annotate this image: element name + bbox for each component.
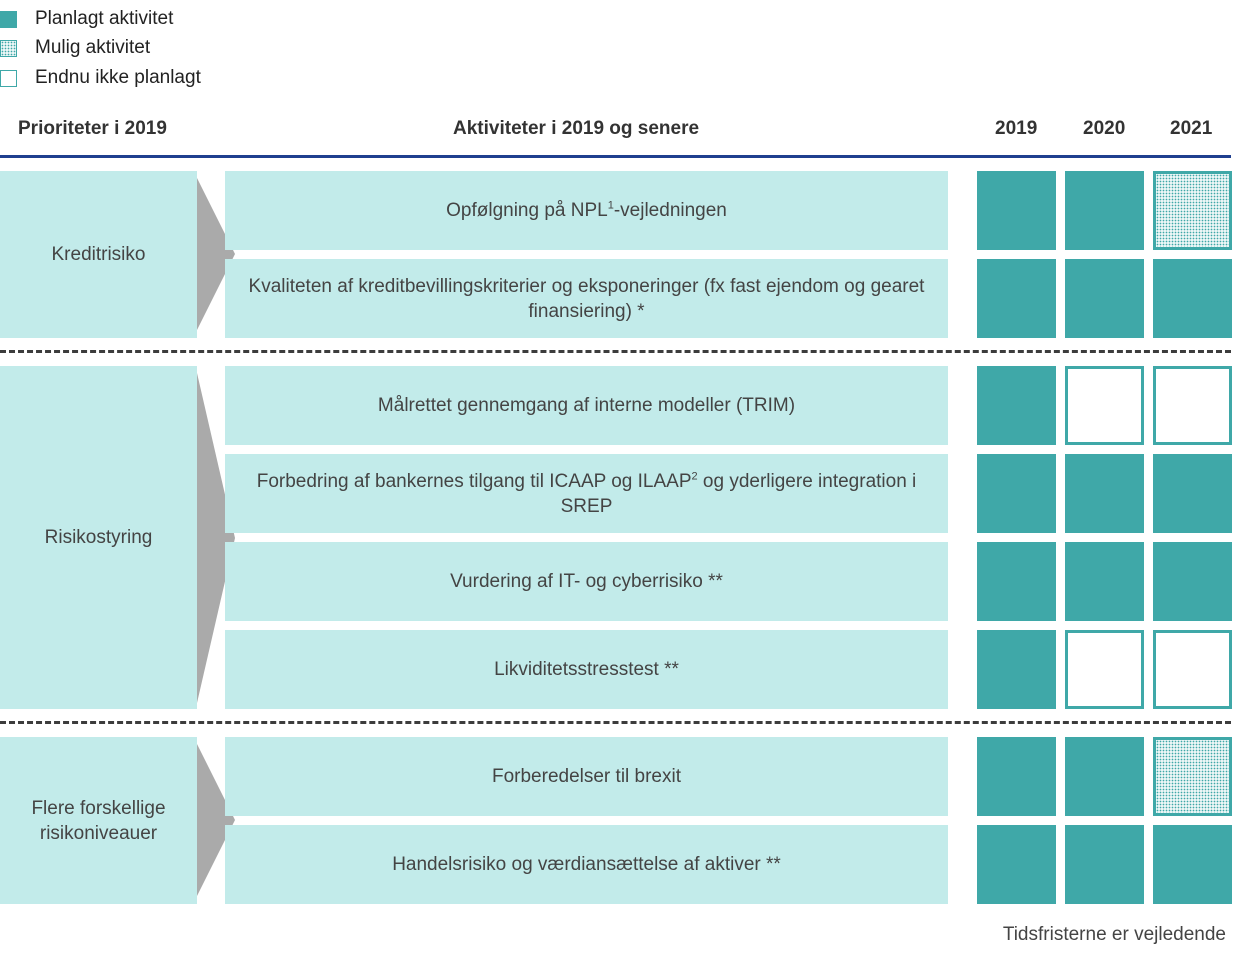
activity-brexit: Forberedelser til brexit [225,737,948,816]
status-cell-planned [1153,542,1232,621]
chevron-flere-risikoniveauer [197,744,235,896]
status-cell-possible [1153,171,1232,250]
group-separator [0,721,1231,724]
priority-flere-risikoniveauer: Flere forskellige risikoniveauer [0,737,197,904]
header-rule [0,155,1231,158]
status-cell-planned [1153,454,1232,533]
group-separator [0,350,1231,353]
status-cell-planned [1153,825,1232,904]
activity-trim: Målrettet gennemgang af interne modeller… [225,366,948,445]
legend-swatch-notyet [0,69,17,87]
status-cell-planned [977,454,1056,533]
status-cell-notyet [1065,630,1144,709]
status-cell-planned [977,259,1056,338]
header-priorities: Prioriteter i 2019 [18,118,167,139]
activity-handelsrisiko: Handelsrisiko og værdiansættelse af akti… [225,825,948,904]
chevron-kreditrisiko [197,178,235,330]
legend-item-notyet: Endnu ikke planlagt [0,67,201,89]
legend-item-possible: Mulig aktivitet [0,37,150,59]
status-cell-planned [1065,259,1144,338]
legend-label: Planlagt aktivitet [35,8,174,29]
activity-npl: Opfølgning på NPL1-vejledningen [225,171,948,250]
header-year-2021: 2021 [1170,118,1213,139]
header-activities: Aktiviteter i 2019 og senere [453,118,700,139]
status-cell-planned [1065,737,1144,816]
status-cell-planned [1065,454,1144,533]
header-year-2019: 2019 [995,118,1038,139]
legend-item-planned: Planlagt aktivitet [0,8,173,30]
activity-likviditet: Likviditetsstresstest ** [225,630,948,709]
priority-risikostyring: Risikostyring [0,366,197,709]
status-cell-possible [1153,737,1232,816]
activity-icaap-ilaap: Forbedring af bankernes tilgang til ICAA… [225,454,948,533]
legend-swatch-planned [0,10,17,28]
status-cell-planned [977,630,1056,709]
status-cell-planned [977,542,1056,621]
status-cell-notyet [1153,630,1232,709]
priority-kreditrisiko: Kreditrisiko [0,171,197,338]
header-year-2020: 2020 [1083,118,1126,139]
status-cell-planned [977,737,1056,816]
legend-label: Endnu ikke planlagt [35,67,201,88]
status-cell-planned [977,171,1056,250]
activity-it-cyber: Vurdering af IT- og cyberrisiko ** [225,542,948,621]
chevron-risikostyring [197,373,235,703]
status-cell-notyet [1065,366,1144,445]
status-cell-notyet [1153,366,1232,445]
status-cell-planned [1065,171,1144,250]
status-cell-planned [977,825,1056,904]
footer-note: Tidsfristerne er vejledende [1002,924,1226,945]
legend-label: Mulig aktivitet [35,37,151,58]
status-cell-planned [977,366,1056,445]
status-cell-planned [1065,542,1144,621]
legend-swatch-possible [0,39,17,57]
activity-kreditbevilling: Kvaliteten af kreditbevillingskriterier … [225,259,948,338]
status-cell-planned [1065,825,1144,904]
status-cell-planned [1153,259,1232,338]
